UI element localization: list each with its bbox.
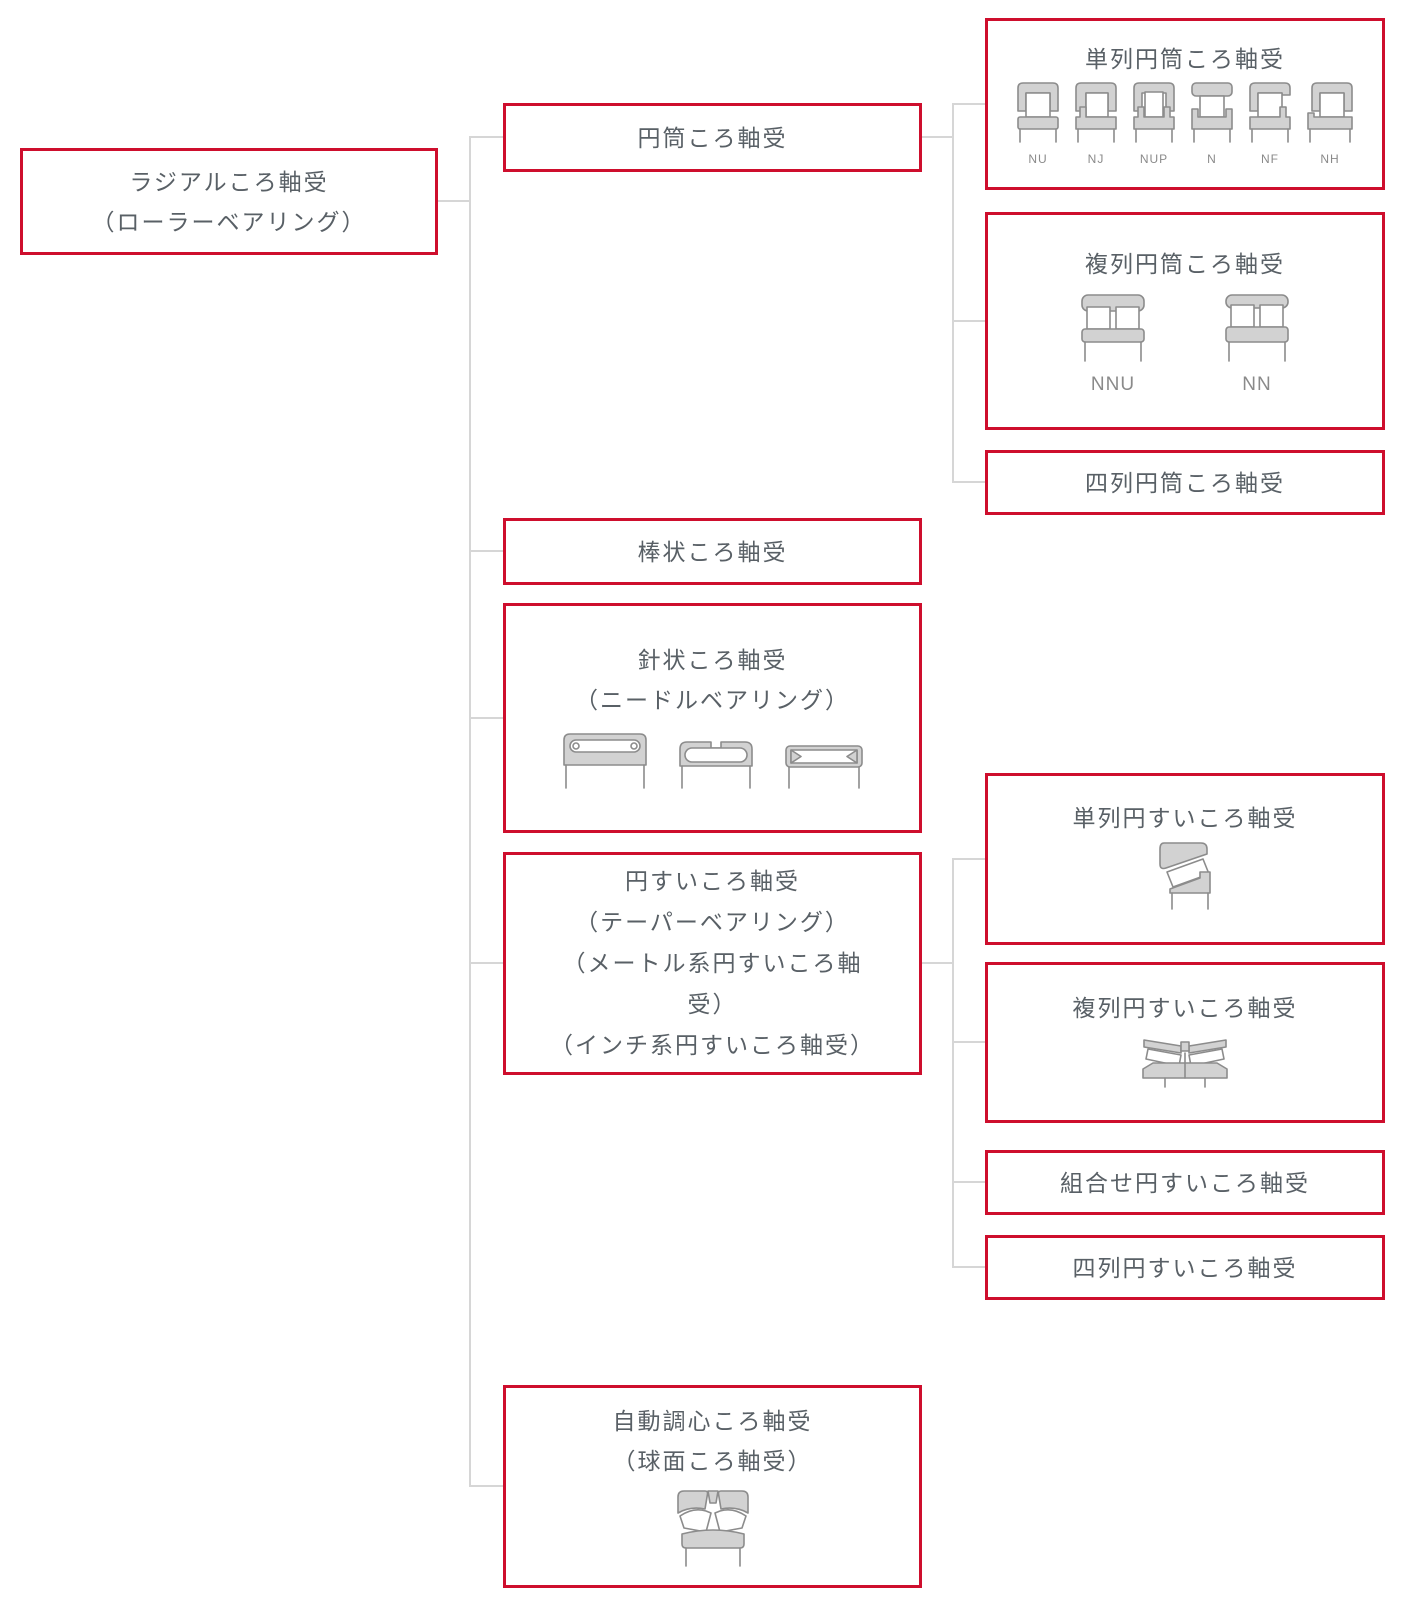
node-label-line: （インチ系円すいころ軸受） — [550, 1032, 875, 1058]
variant-label: N — [1207, 152, 1217, 166]
node-label-line: 棒状ころ軸受 — [637, 538, 788, 565]
node-label-line: 円すいころ軸受 — [625, 868, 800, 894]
connector-cylindrical-parent-stub — [922, 136, 952, 138]
node-title: 四列円すいころ軸受 — [1072, 1254, 1298, 1281]
connector-stub-tapered — [471, 962, 503, 964]
node-title: 複列円筒ころ軸受 — [1085, 250, 1285, 277]
node-rod-roller-bearing: 棒状ころ軸受 — [503, 518, 922, 585]
bearing-variant: NJ — [1074, 81, 1118, 166]
connector-left-trunk — [469, 136, 471, 1487]
node-title: 単列円すいころ軸受 — [1072, 805, 1298, 831]
node-label-line: （球面ころ軸受） — [612, 1447, 813, 1474]
nup-bearing-icon — [1132, 81, 1176, 149]
needle-bearing-flat-icon — [784, 732, 864, 796]
connector-cylindrical-trunk — [952, 103, 954, 483]
nu-bearing-icon — [1016, 81, 1060, 149]
variant-label: NU — [1028, 152, 1048, 166]
node-needle-roller-bearing: 針状ころ軸受 （ニードルベアリング） — [503, 603, 922, 833]
n-bearing-icon — [1190, 81, 1234, 149]
node-single-row-tapered: 単列円すいころ軸受 — [985, 773, 1385, 945]
node-label-line: ラジアルころ軸受 — [129, 168, 329, 195]
node-label-line: 受） — [687, 991, 738, 1017]
needle-bearing-icons — [562, 732, 864, 796]
connector-stub-double-row-cylindrical — [954, 320, 985, 322]
nf-bearing-icon — [1248, 81, 1292, 149]
connector-stub-cylindrical — [471, 136, 503, 138]
nn-bearing-icon — [1224, 293, 1290, 369]
variant-label: NJ — [1087, 152, 1105, 166]
connector-tapered-trunk — [952, 858, 954, 1268]
node-title: 複列円すいころ軸受 — [1072, 994, 1298, 1021]
node-tapered-roller-bearing: 円すいころ軸受 （テーパーベアリング） （メートル系円すいころ軸 受） （インチ… — [503, 852, 922, 1075]
connector-tapered-parent-stub — [922, 962, 952, 964]
connector-stub-spherical — [471, 1485, 503, 1487]
node-spherical-roller-bearing: 自動調心ころ軸受 （球面ころ軸受） — [503, 1385, 922, 1588]
connector-stub-single-row-cylindrical — [954, 103, 985, 105]
connector-stub-paired-tapered — [954, 1181, 985, 1183]
variant-label: NN — [1242, 373, 1272, 395]
connector-stub-rod — [471, 550, 503, 552]
node-label-line: 円筒ころ軸受 — [637, 124, 788, 151]
variant-label: NUP — [1139, 152, 1169, 166]
variant-label: NH — [1320, 152, 1340, 166]
bearing-variant: NU — [1016, 81, 1060, 166]
nnu-bearing-icon — [1080, 293, 1146, 369]
bearing-variant: NN — [1224, 293, 1290, 396]
nj-bearing-icon — [1074, 81, 1118, 149]
double-row-cylindrical-icons: NNU NN — [1080, 293, 1290, 396]
needle-bearing-split-icon — [676, 732, 756, 796]
nh-bearing-icon — [1306, 81, 1354, 149]
node-title: 単列円筒ころ軸受 — [1085, 46, 1285, 72]
node-label-line: （テーパーベアリング） — [575, 909, 850, 935]
connector-stub-four-row-cylindrical — [954, 481, 985, 483]
connector-stub-single-row-tapered — [954, 858, 985, 860]
node-cylindrical-roller-bearing: 円筒ころ軸受 — [503, 103, 922, 172]
node-title: 組合せ円すいころ軸受 — [1060, 1169, 1310, 1196]
node-double-row-cylindrical: 複列円筒ころ軸受 NNU — [985, 212, 1385, 430]
node-double-row-tapered: 複列円すいころ軸受 — [985, 962, 1385, 1123]
connector-root-stub — [438, 200, 470, 202]
bearing-variant: NH — [1306, 81, 1354, 166]
single-row-cylindrical-icons: NU NJ — [1016, 81, 1354, 166]
node-title: 四列円筒ころ軸受 — [1085, 469, 1285, 496]
bearing-variant: NNU — [1080, 293, 1146, 396]
node-paired-tapered: 組合せ円すいころ軸受 — [985, 1150, 1385, 1215]
node-label-line: （メートル系円すいころ軸 — [562, 950, 863, 976]
bearing-variant: NUP — [1132, 81, 1176, 166]
connector-stub-double-row-tapered — [954, 1041, 985, 1043]
connector-stub-needle — [471, 717, 503, 719]
bearing-variant: N — [1190, 81, 1234, 166]
bearing-variant: NF — [1248, 81, 1292, 166]
variant-label: NNU — [1090, 373, 1136, 395]
node-label-line: （ニードルベアリング） — [575, 687, 850, 713]
node-four-row-tapered: 四列円すいころ軸受 — [985, 1235, 1385, 1300]
node-label-line: （ローラーベアリング） — [91, 208, 367, 235]
double-row-tapered-icon — [1141, 1033, 1229, 1095]
variant-label: NF — [1261, 152, 1279, 166]
node-single-row-cylindrical: 単列円筒ころ軸受 NU — [985, 18, 1385, 190]
spherical-roller-bearing-icon — [675, 1487, 751, 1573]
node-label-line: 自動調心ころ軸受 — [612, 1407, 813, 1434]
connector-stub-four-row-tapered — [954, 1266, 985, 1268]
node-radial-roller-bearing: ラジアルころ軸受 （ローラーベアリング） — [20, 148, 438, 255]
single-row-tapered-icon — [1157, 841, 1213, 917]
needle-bearing-cage-icon — [562, 732, 648, 796]
node-four-row-cylindrical: 四列円筒ころ軸受 — [985, 450, 1385, 515]
node-label-line: 針状ころ軸受 — [637, 647, 788, 673]
